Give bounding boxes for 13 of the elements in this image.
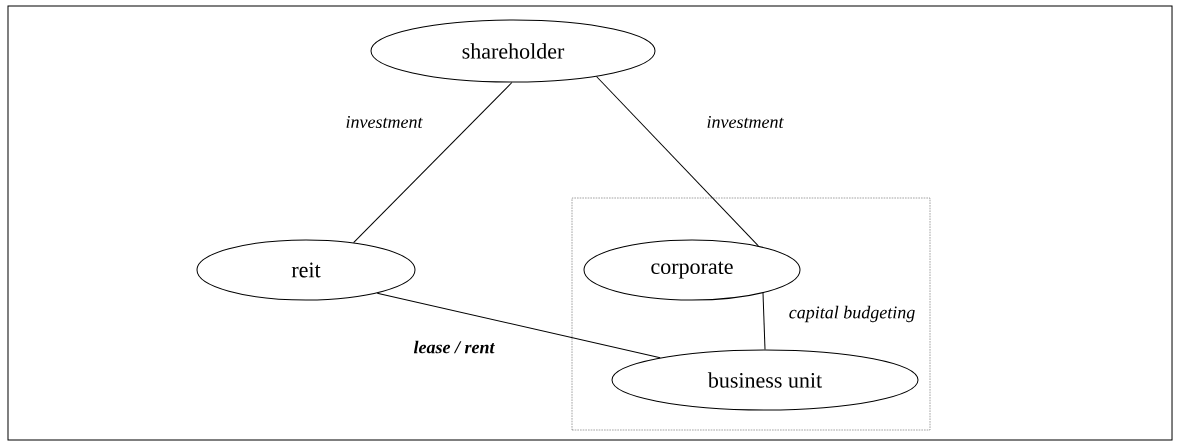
edge-label: investment [707,115,784,129]
ellipse-node: reit [196,239,416,301]
connector-line [376,292,661,359]
edge-label: lease / rent [413,340,495,354]
ellipse-node: corporate [583,239,801,301]
connector-line [596,76,759,247]
connector-line [762,292,766,350]
ellipse-node: shareholder [370,19,656,83]
edge-label: investment [346,115,423,129]
edge-label: capital budgeting [789,305,915,323]
ellipse-node: business unit [611,349,919,411]
connector-line [353,82,513,244]
group-frame [571,197,931,431]
